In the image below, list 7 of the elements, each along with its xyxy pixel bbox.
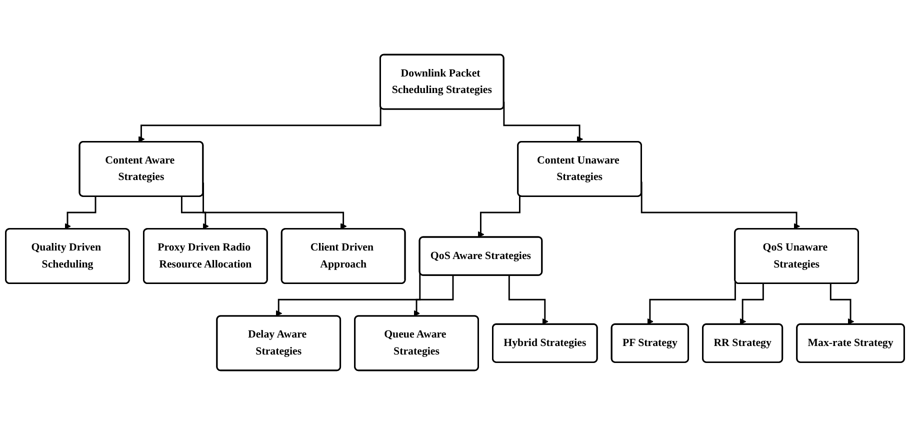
arrow xyxy=(830,284,854,325)
arrow xyxy=(478,196,520,238)
arrow xyxy=(508,275,548,325)
arrow xyxy=(180,196,209,230)
arrow xyxy=(740,284,764,325)
arrow xyxy=(64,196,96,230)
arrow xyxy=(414,275,454,317)
